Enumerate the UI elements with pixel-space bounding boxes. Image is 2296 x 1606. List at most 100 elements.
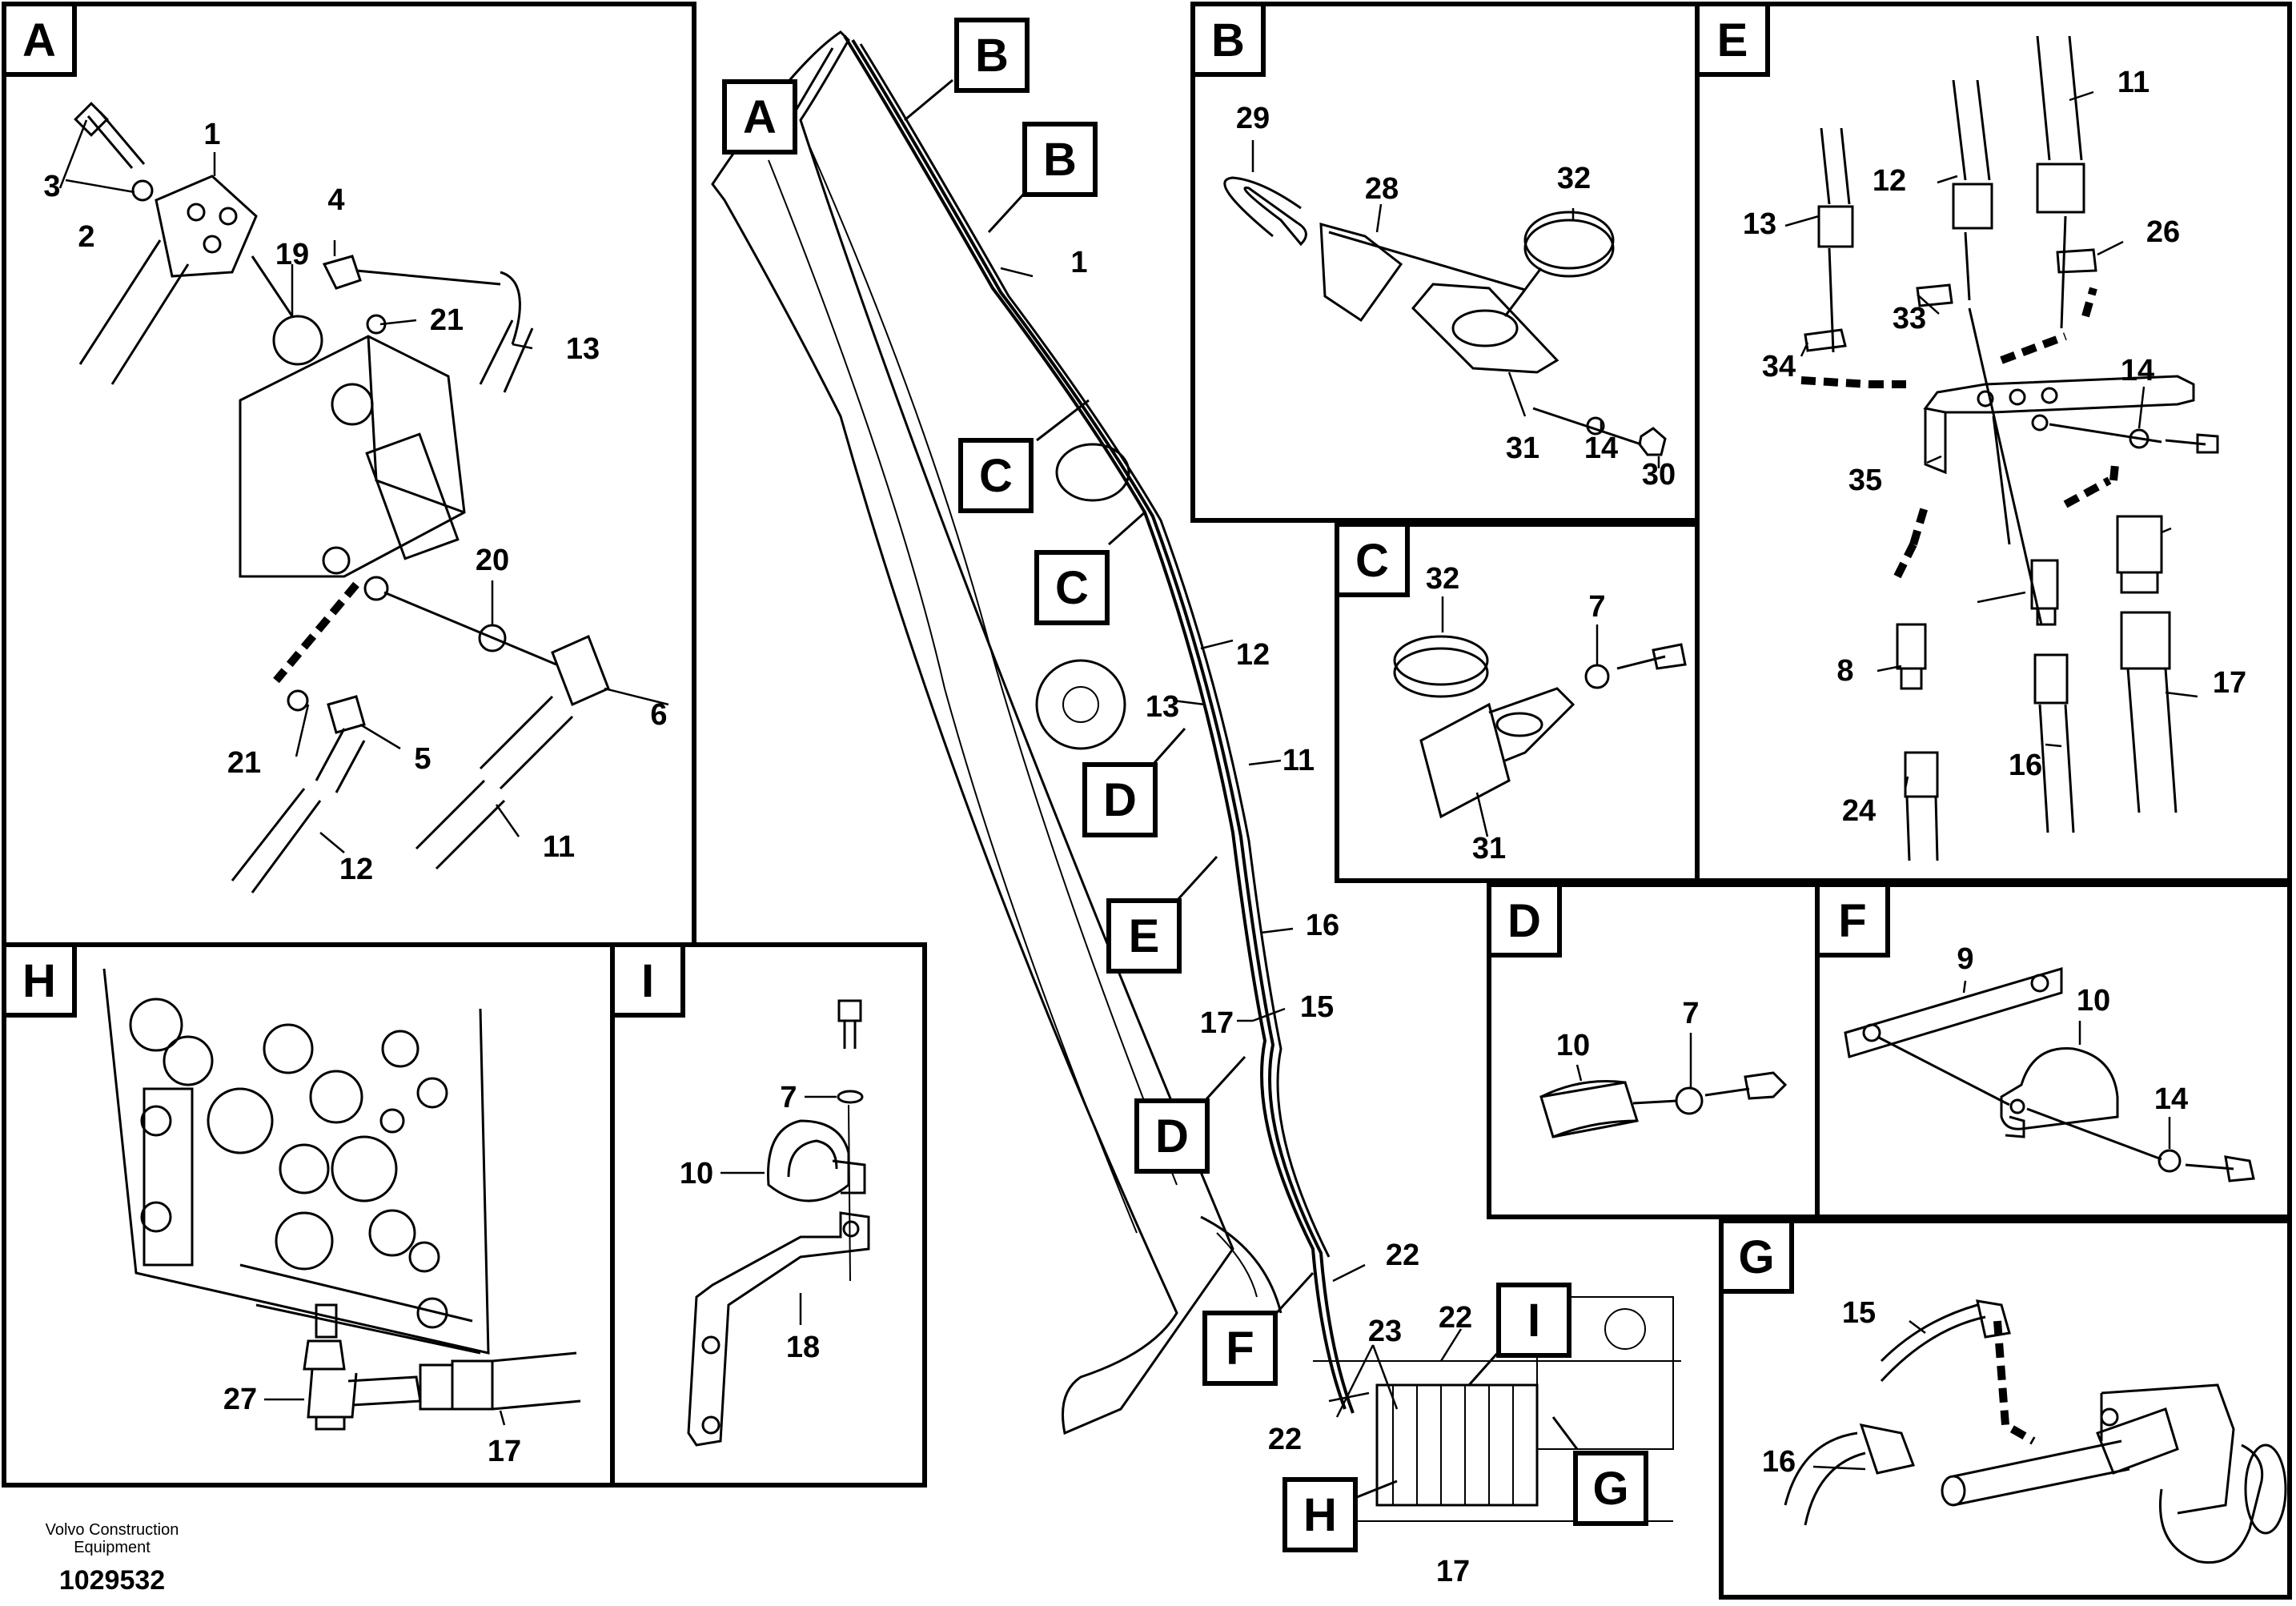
boom-overview	[711, 30, 1681, 1522]
panel-h-letter: H	[22, 955, 56, 1007]
panel-i: I 7 10 18	[610, 942, 927, 1488]
svg-text:C: C	[1055, 562, 1089, 614]
panel-e-label-14: 14	[2121, 354, 2154, 387]
panel-e-label-15: 16	[2009, 749, 2042, 782]
brand-name: Volvo Construction	[45, 1521, 179, 1539]
panel-h-label-27: 27	[223, 1383, 257, 1416]
panel-c-label-7: 7	[1588, 590, 1605, 624]
svg-text:I: I	[1527, 1295, 1540, 1347]
panel-e: E	[1695, 2, 2292, 883]
callout-b-lower[interactable]: B	[987, 122, 1098, 234]
callout-i[interactable]: I	[1467, 1283, 1571, 1386]
panel-h-label-17: 17	[488, 1435, 521, 1468]
panel-e-label-13: 13	[1743, 207, 1776, 241]
overview-labels: 1 11 12 13 15 16 17 17 22 22 22 23	[1000, 246, 1472, 1588]
panel-b-label-31: 31	[1506, 432, 1539, 465]
overview-label-23: 23	[1368, 1315, 1402, 1348]
panel-a-label-4: 4	[327, 183, 344, 217]
callout-f[interactable]: F	[1202, 1271, 1315, 1386]
overview-label-16: 16	[1306, 909, 1339, 942]
panel-a-label-5: 5	[414, 742, 431, 776]
panel-f-label-9: 9	[1957, 942, 1973, 976]
overview-label-22-c: 22	[1268, 1423, 1302, 1456]
panel-a-label-1: 1	[203, 118, 220, 151]
overview-label-15: 15	[1300, 990, 1334, 1024]
overview-label-17: 17	[1200, 1006, 1234, 1040]
panel-e-label-11: 11	[2117, 66, 2149, 99]
panel-e-label-24: 26	[2146, 215, 2180, 249]
panel-e-label-16: 17	[2213, 666, 2246, 700]
panel-g-label-15: 15	[1842, 1296, 1876, 1330]
panel-a: A	[2, 2, 696, 947]
document-number: 1029532	[58, 1565, 166, 1596]
svg-text:A: A	[743, 91, 777, 143]
callout-b-upper[interactable]: B	[904, 18, 1030, 122]
panel-a-label-20: 20	[476, 544, 509, 577]
callout-d-lower[interactable]: D	[1134, 1055, 1246, 1174]
svg-text:H: H	[1303, 1489, 1337, 1541]
panel-a-label-13: 13	[566, 332, 600, 366]
panel-a-label-21-upper: 21	[430, 303, 464, 337]
callout-c-upper[interactable]: C	[958, 399, 1090, 513]
svg-text:C: C	[979, 450, 1013, 502]
overview-label-17-valve: 17	[1436, 1555, 1470, 1588]
panel-e-letter: E	[1717, 14, 1748, 66]
panel-h: H 27 17	[2, 942, 615, 1488]
overview-label-22-a: 22	[1386, 1239, 1419, 1272]
panel-c-label-32: 32	[1426, 562, 1459, 596]
svg-text:D: D	[1155, 1110, 1189, 1162]
svg-text:G: G	[1592, 1463, 1628, 1515]
panel-e-label-33: 35	[1848, 464, 1882, 497]
svg-text:E: E	[1129, 910, 1160, 962]
svg-text:B: B	[975, 30, 1009, 82]
overview-label-12: 12	[1236, 638, 1270, 672]
overview-label-1: 1	[1070, 246, 1087, 279]
panel-c-label-31: 31	[1472, 832, 1506, 865]
panel-d-label-7: 7	[1682, 997, 1699, 1030]
panel-d-letter: D	[1507, 895, 1541, 947]
panel-g-label-16: 16	[1762, 1445, 1796, 1479]
panel-b-label-28: 28	[1365, 172, 1399, 206]
callout-h[interactable]: H	[1282, 1477, 1398, 1552]
panel-i-letter: I	[641, 955, 654, 1007]
panel-e-label-25: 33	[1893, 302, 1926, 335]
overview-callouts: A B B C C D D	[722, 18, 1648, 1552]
panel-a-label-2: 2	[78, 220, 94, 254]
panel-c: C 32 7 31	[1335, 522, 1700, 883]
panel-a-label-19: 19	[275, 238, 309, 271]
panel-f: F 9 10 14	[1815, 882, 2292, 1219]
panel-a-label-12: 12	[339, 853, 373, 886]
panel-b-label-32: 32	[1557, 162, 1591, 195]
panel-g: G 15 16	[1719, 1219, 2292, 1600]
callout-g[interactable]: G	[1551, 1416, 1648, 1526]
panel-c-letter: C	[1355, 535, 1389, 587]
panel-f-label-14: 14	[2154, 1082, 2188, 1116]
callout-e[interactable]: E	[1106, 855, 1218, 974]
callout-a[interactable]: A	[722, 47, 834, 155]
panel-a-label-21-lower: 21	[227, 746, 261, 780]
callout-d-upper[interactable]: D	[1082, 728, 1186, 837]
panel-a-label-3: 3	[43, 170, 60, 203]
svg-text:D: D	[1103, 774, 1137, 826]
panel-d: D 10 7	[1487, 882, 1820, 1219]
overview-label-11: 11	[1282, 744, 1315, 777]
overview-label-22-b: 22	[1439, 1301, 1472, 1335]
panel-b: B 29 28 32 31 14 30	[1190, 2, 1700, 523]
panel-i-label-18: 18	[786, 1331, 820, 1364]
brand-name-line2: Equipment	[74, 1539, 151, 1556]
panel-f-label-10: 10	[2077, 984, 2110, 1018]
panel-a-letter: A	[22, 14, 56, 66]
panel-e-label-26: 34	[1762, 350, 1796, 383]
panel-e-label-8: 8	[1836, 654, 1853, 688]
panel-f-letter: F	[1838, 895, 1866, 947]
panel-d-label-10: 10	[1556, 1029, 1590, 1062]
panel-i-label-7: 7	[780, 1081, 797, 1114]
panel-e-label-17: 24	[1842, 794, 1876, 828]
panel-i-label-10: 10	[680, 1157, 713, 1190]
panel-a-label-6: 6	[650, 698, 667, 732]
panel-a-label-11: 11	[543, 830, 575, 864]
overview-label-13: 13	[1146, 690, 1179, 724]
callout-c-lower[interactable]: C	[1034, 511, 1146, 625]
panel-b-label-14: 14	[1584, 432, 1618, 465]
